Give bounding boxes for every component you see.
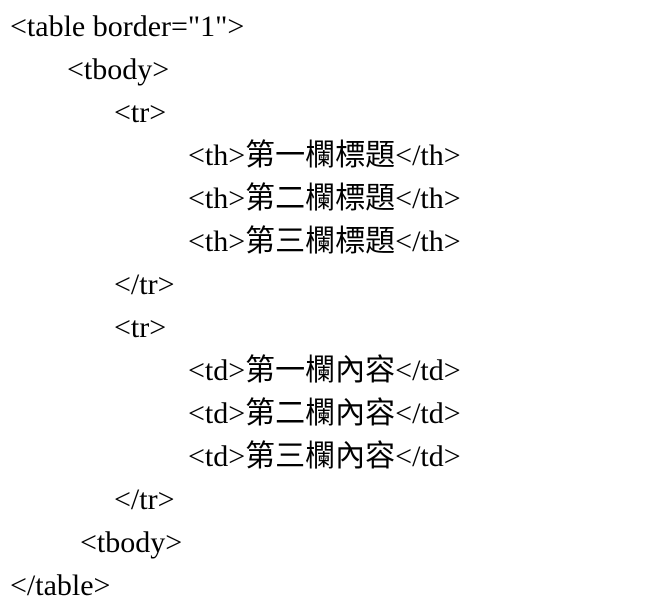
code-line: <tr>	[114, 311, 167, 344]
code-line: <td>第二欄內容</td>	[188, 397, 461, 430]
code-line: <table border="1">	[10, 10, 245, 43]
code-line: <tbody>	[80, 526, 183, 559]
code-line: <tr>	[114, 96, 167, 129]
code-line: <th>第二欄標題</th>	[188, 182, 461, 215]
code-line: <td>第三欄內容</td>	[188, 440, 461, 473]
code-line: <td>第一欄內容</td>	[188, 354, 461, 387]
code-line: </tr>	[114, 268, 175, 301]
code-line: </table>	[10, 569, 111, 602]
code-line: <th>第一欄標題</th>	[188, 139, 461, 172]
code-line: <th>第三欄標題</th>	[188, 225, 461, 258]
code-line: <tbody>	[67, 53, 170, 86]
code-line: </tr>	[114, 483, 175, 516]
